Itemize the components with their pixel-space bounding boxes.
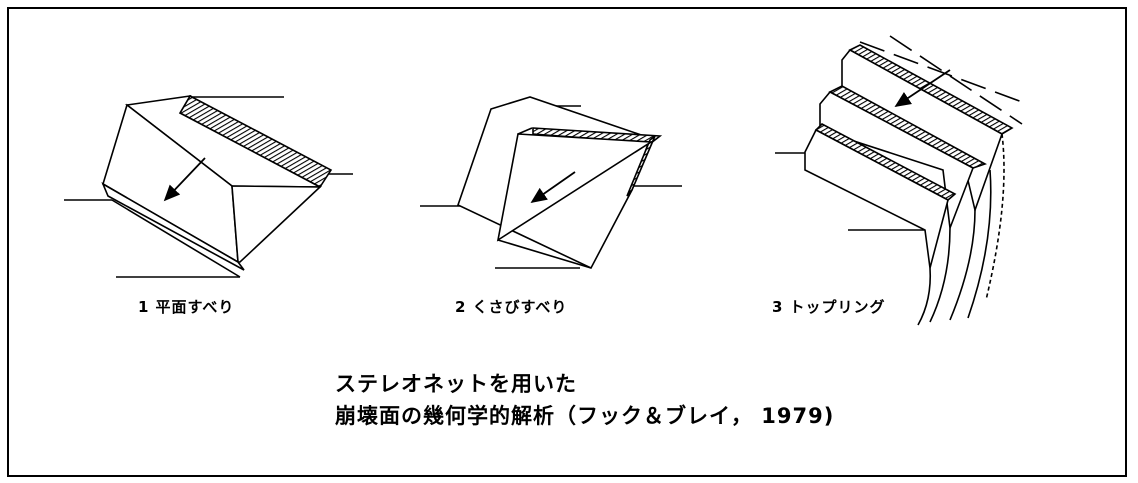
caption-number: 3 bbox=[772, 298, 784, 316]
planar-sliding-figure bbox=[64, 94, 353, 278]
toppled-face-1 bbox=[949, 209, 976, 321]
figure-title: ステレオネットを用いた 崩壊面の幾何学的解析（フック＆ブレイ， 1979) bbox=[335, 368, 834, 432]
toppled-face-5 bbox=[985, 133, 1005, 301]
caption-planar-sliding: 1 平面すべり bbox=[138, 296, 234, 317]
caption-number: 1 bbox=[138, 298, 150, 316]
toppled-face-2 bbox=[967, 169, 992, 319]
toppling-direction-arrow bbox=[894, 69, 951, 107]
caption-toppling: 3 トップリング bbox=[772, 296, 885, 317]
upper-dashed-line-2 bbox=[889, 35, 1023, 125]
caption-label: 平面すべり bbox=[155, 298, 235, 316]
sliding-direction-arrow bbox=[163, 157, 206, 202]
wedge-face bbox=[496, 133, 654, 242]
slide-plane bbox=[111, 199, 241, 278]
wedge-apex-edge bbox=[517, 127, 533, 135]
title-line-2: 崩壊面の幾何学的解析（フック＆ブレイ， 1979) bbox=[335, 404, 835, 428]
caption-label: くさびすべり bbox=[472, 298, 568, 316]
caption-number: 2 bbox=[455, 298, 467, 316]
toppling-figure bbox=[775, 35, 1023, 326]
block-side-face bbox=[231, 185, 322, 263]
block-base-ledge bbox=[101, 182, 245, 271]
wedge-sliding-figure bbox=[420, 96, 682, 270]
upper-dashed-line-1 bbox=[859, 41, 1023, 103]
sliding-direction-arrow bbox=[530, 171, 576, 204]
toppled-face-3 bbox=[929, 227, 951, 323]
toppled-face-4 bbox=[917, 267, 932, 326]
title-line-1: ステレオネットを用いた bbox=[335, 372, 577, 396]
wedge-side-band bbox=[626, 135, 656, 197]
caption-wedge-sliding: 2 くさびすべり bbox=[455, 296, 567, 317]
caption-label: トップリング bbox=[789, 298, 886, 316]
wedge-lower-edge bbox=[497, 239, 592, 269]
